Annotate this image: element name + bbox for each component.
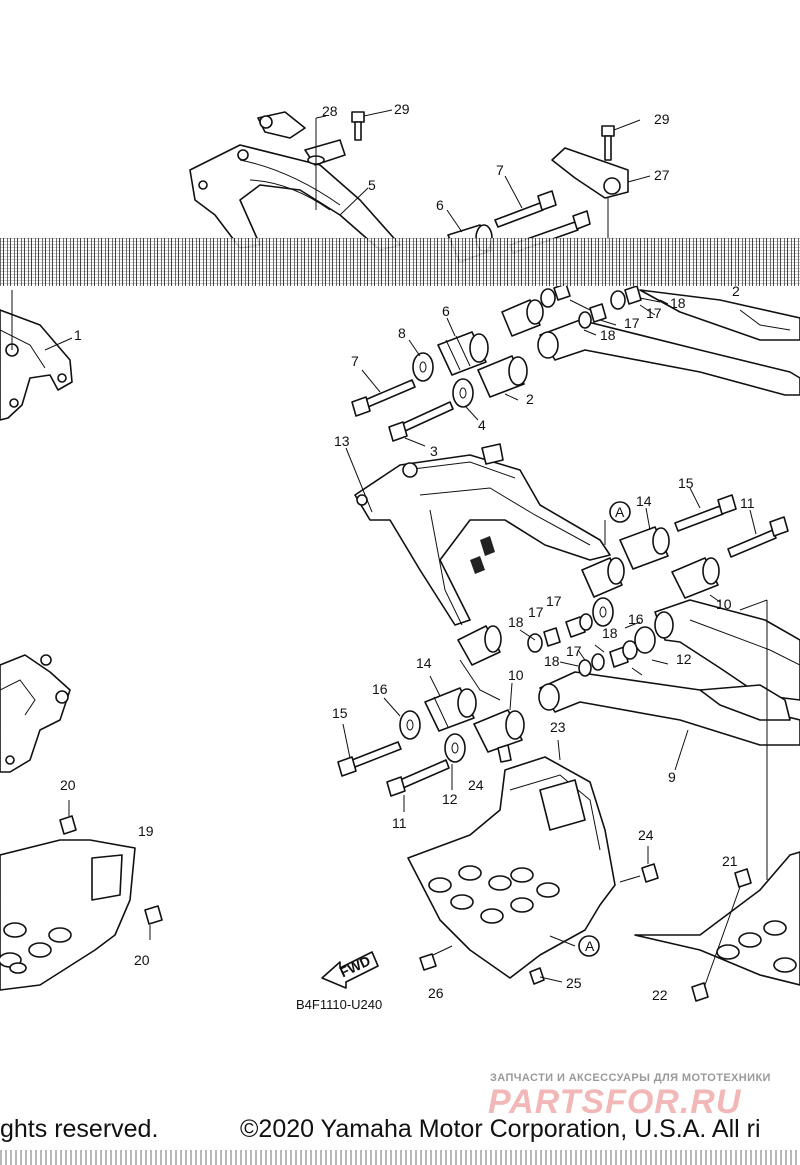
callout-18: 18 [544,653,560,669]
bushing-part-2-mid [477,355,528,401]
callout-11: 11 [392,815,407,831]
bolt-part-15-upper [674,487,737,532]
callout-A: A [585,938,595,954]
callout-10: 10 [716,596,732,612]
callout-23: 23 [550,719,566,735]
swing-frame-part-13 [345,443,611,626]
bushing-part-14-upper [581,507,670,598]
callout-28: 28 [322,103,338,119]
bolt-part-25 [529,967,563,985]
callout-18: 18 [508,614,524,630]
callout-27: 27 [654,167,670,183]
callout-24: 24 [468,777,484,793]
callout-17: 17 [528,604,544,620]
bushing-part-14-bottom [424,675,477,732]
skid-plate-part-23 [407,739,616,979]
skid-plate-right [634,851,800,1002]
callout-14: 14 [416,655,432,671]
callout-6: 6 [442,303,450,319]
mount-part-1 [0,290,73,421]
callout-17: 17 [566,643,582,659]
bushing-part-10-bottom [473,682,525,753]
callout-8: 8 [398,325,406,341]
callout-10: 10 [508,667,524,683]
bushing-part-6-mid [437,317,489,376]
footer-copyright-text: ©2020 Yamaha Motor Corporation, U.S.A. A… [240,1115,761,1143]
callout-25: 25 [566,975,582,991]
footer-rights-text: ghts reserved. [0,1115,159,1143]
callout-1: 1 [74,327,82,343]
callout-26: 26 [428,985,444,1001]
callout-24: 24 [638,827,654,843]
callout-7: 7 [496,162,504,178]
callout-18: 18 [670,295,686,311]
skid-plate-part-19 [0,800,163,991]
callout-16: 16 [628,611,644,627]
callout-29: 29 [654,111,670,127]
callout-22: 22 [652,987,668,1003]
callout-17: 17 [646,305,662,321]
callout-4: 4 [478,417,486,433]
watermark-tagline: ЗАПЧАСТИ И АКСЕССУАРЫ ДЛЯ МОТОТЕХНИКИ [490,1072,771,1084]
washer-part-4 [452,378,479,421]
watermark-logo: PARTSFOR.RU [488,1083,742,1121]
bolt-part-15-bottom [337,723,402,777]
callout-19: 19 [138,823,154,839]
bolt-part-29 [351,109,393,141]
reference-mark-A-lower [549,935,600,957]
callout-6: 6 [436,197,444,213]
callout-15: 15 [678,475,694,491]
scan-noise-band [0,238,800,286]
callout-12: 12 [676,651,692,667]
bolt-part-3 [388,401,454,447]
callout-29: 29 [394,101,410,117]
bushing-part-6-upper [501,299,544,337]
bushing-part-10-upper [671,557,721,603]
callout-5: 5 [368,177,376,193]
callout-3: 3 [430,443,438,459]
callout-labels: 28 29 29 5 7 27 6 1 18 2 17 17 18 8 6 7 … [60,101,755,1003]
callout-15: 15 [332,705,348,721]
bolt-part-7-mid [351,369,416,417]
callout-20: 20 [60,777,76,793]
forward-arrow-icon: FWD [321,951,379,989]
washer-part-8 [408,339,434,382]
bottom-scan-strip [0,1150,800,1165]
callout-20: 20 [134,952,150,968]
callout-14: 14 [636,493,652,509]
callout-2: 2 [732,283,740,299]
bolt-part-11-upper [727,509,789,558]
callout-A: A [615,504,625,520]
callout-2: 2 [526,391,534,407]
frame-bracket-part-5 [189,111,401,251]
reference-mark-A-upper [604,501,631,545]
nuts-washers-part-16-17-18-mid [519,597,669,677]
callout-18: 18 [600,327,616,343]
callout-18: 18 [602,625,618,641]
washer-part-28 [307,115,327,210]
bushing-part-14-lower [457,625,502,701]
bolt-part-24-right [619,846,659,883]
diagram-code: B4F1110-U240 [296,997,383,1012]
callout-11: 11 [740,495,755,511]
callout-16: 16 [372,681,388,697]
upper-arm-part-2 [537,289,800,396]
callout-9: 9 [668,769,676,785]
washer-part-16-bottom [383,697,421,740]
callout-7: 7 [351,353,359,369]
washer-part-12-bottom [444,733,466,790]
mount-left-middle [0,654,71,773]
callout-12: 12 [442,791,458,807]
bracket-part-27 [551,119,651,250]
callout-13: 13 [334,433,350,449]
lower-arm-part-9 [538,599,800,880]
bolt-part-26 [419,945,453,971]
callout-21: 21 [722,853,738,869]
callout-17: 17 [624,315,640,331]
bolt-part-11-bottom [386,759,450,812]
callout-17: 17 [546,593,562,609]
